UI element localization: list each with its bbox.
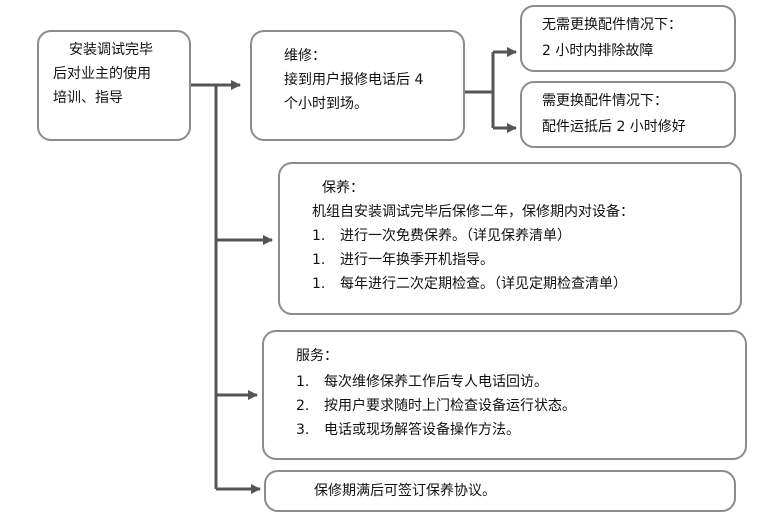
list-item: 1.每次维修保养工作后专人电话回访。: [296, 374, 548, 390]
renewal-box: 保修期满后可签订保养协议。: [264, 470, 736, 512]
repair-line-2: 个小时到场。: [284, 96, 368, 112]
start-box: 安装调试完毕 后对业主的使用 培训、指导: [37, 30, 191, 141]
no-parts-box: 无需更换配件情况下： 2 小时内排除故障: [520, 5, 736, 72]
maintenance-intro: 机组自安装调试完毕后保修二年，保修期内对设备：: [312, 204, 634, 220]
no-parts-line-2: 2 小时内排除故障: [542, 43, 654, 59]
repair-line-1: 接到用户报修电话后 4: [284, 72, 424, 88]
service-box: 服务： 1.每次维修保养工作后专人电话回访。 2.按用户要求随时上门检查设备运行…: [262, 330, 747, 460]
maintenance-box: 保养： 机组自安装调试完毕后保修二年，保修期内对设备： 1.进行一次免费保养。（…: [278, 162, 742, 315]
list-item: 1.进行一年换季开机指导。: [312, 252, 494, 268]
list-item: 3.电话或现场解答设备操作方法。: [296, 422, 520, 438]
parts-line-2: 配件运抵后 2 小时修好: [542, 119, 686, 135]
service-list: 1.每次维修保养工作后专人电话回访。 2.按用户要求随时上门检查设备运行状态。 …: [296, 370, 745, 442]
start-line-1: 安装调试完毕: [69, 42, 153, 58]
no-parts-line-1: 无需更换配件情况下：: [542, 17, 682, 33]
service-title: 服务：: [296, 348, 338, 364]
repair-title: 维修：: [284, 48, 326, 64]
renewal-text: 保修期满后可签订保养协议。: [314, 483, 496, 499]
maintenance-list: 1.进行一次免费保养。（详见保养清单） 1.进行一年换季开机指导。 1.每年进行…: [312, 224, 740, 296]
list-item: 1.每年进行二次定期检查。（详见定期检查清单）: [312, 276, 627, 292]
list-item: 2.按用户要求随时上门检查设备运行状态。: [296, 398, 576, 414]
maintenance-title: 保养：: [322, 180, 364, 196]
repair-box: 维修： 接到用户报修电话后 4 个小时到场。: [250, 30, 465, 141]
start-line-2: 后对业主的使用: [53, 66, 151, 82]
start-line-3: 培训、指导: [53, 90, 123, 106]
parts-line-1: 需更换配件情况下：: [542, 93, 668, 109]
list-item: 1.进行一次免费保养。（详见保养清单）: [312, 228, 571, 244]
parts-box: 需更换配件情况下： 配件运抵后 2 小时修好: [520, 81, 736, 148]
